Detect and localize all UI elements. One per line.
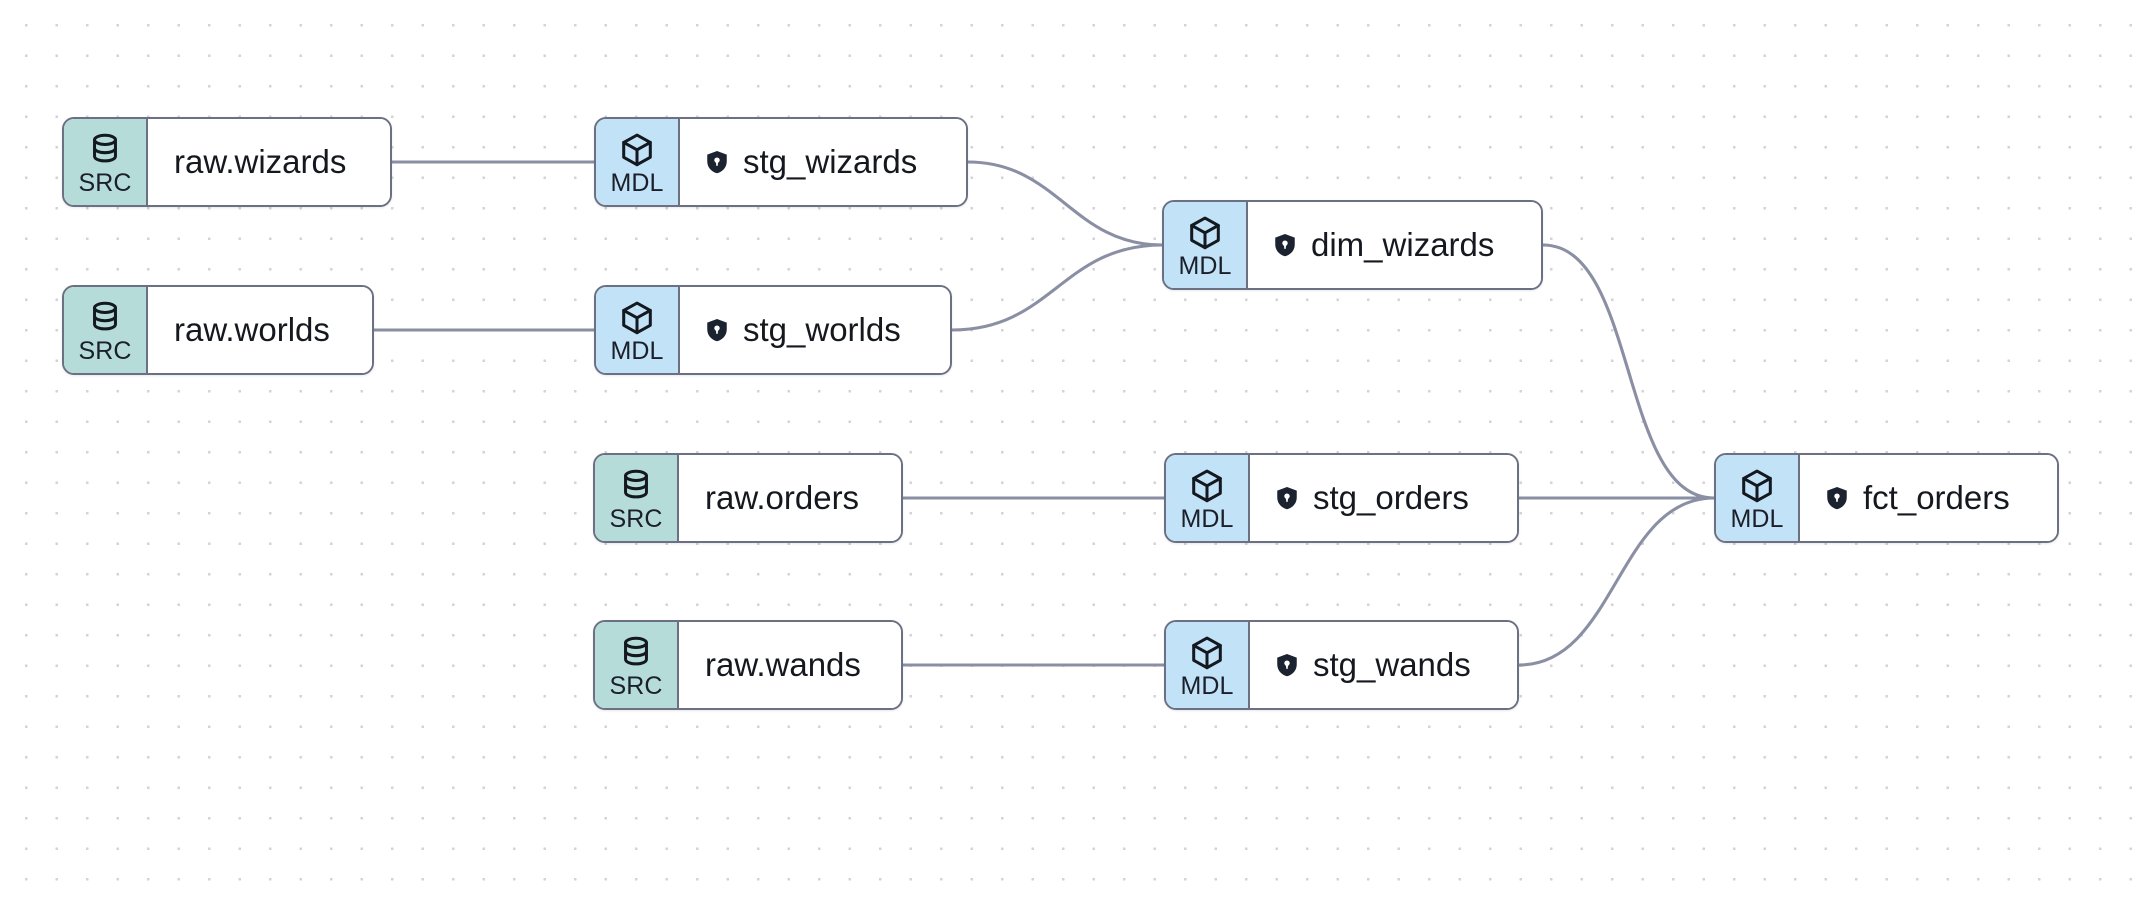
node-type-label: MDL [1180, 671, 1234, 700]
lineage-node-stg_worlds[interactable]: MDL stg_worlds [594, 285, 952, 375]
node-label: stg_wands [1313, 646, 1471, 683]
lineage-node-stg_orders[interactable]: MDL stg_orders [1164, 453, 1519, 543]
node-label: stg_orders [1313, 479, 1469, 516]
lineage-edge-stg_wands-to-fct_orders[interactable] [1517, 496, 1716, 667]
shield-lock-icon [1824, 485, 1850, 511]
node-label: stg_worlds [743, 311, 901, 348]
node-label: raw.wands [705, 646, 861, 683]
node-body: raw.orders [679, 455, 901, 541]
node-type-label: MDL [1178, 251, 1232, 280]
database-icon [617, 634, 655, 672]
node-body: stg_wands [1250, 622, 1517, 708]
node-type-badge-src: SRC [595, 622, 679, 708]
node-label: raw.wizards [174, 143, 347, 180]
node-type-label: SRC [78, 336, 132, 365]
lineage-node-raw_wands[interactable]: SRC raw.wands [593, 620, 903, 710]
lineage-node-stg_wands[interactable]: MDL stg_wands [1164, 620, 1519, 710]
node-type-badge-src: SRC [64, 119, 148, 205]
lineage-node-raw_wizards[interactable]: SRC raw.wizards [62, 117, 392, 207]
node-body: stg_orders [1250, 455, 1517, 541]
cube-icon [1188, 467, 1226, 505]
node-type-label: SRC [609, 504, 663, 533]
node-label: raw.orders [705, 479, 860, 516]
node-label: stg_wizards [743, 143, 918, 180]
node-body: dim_wizards [1248, 202, 1541, 288]
node-type-badge-mdl: MDL [1164, 202, 1248, 288]
node-type-label: SRC [78, 168, 132, 197]
node-body: fct_orders [1800, 455, 2057, 541]
shield-lock-icon [1274, 652, 1300, 678]
shield-lock-icon [1272, 232, 1298, 258]
database-icon [86, 299, 124, 337]
node-type-label: MDL [610, 168, 664, 197]
node-type-badge-src: SRC [595, 455, 679, 541]
lineage-node-raw_worlds[interactable]: SRC raw.worlds [62, 285, 374, 375]
lineage-edge-stg_wizards-to-dim_wizards[interactable] [966, 160, 1164, 247]
node-label: dim_wizards [1311, 226, 1495, 263]
node-type-label: MDL [610, 336, 664, 365]
lineage-edge-dim_wizards-to-fct_orders[interactable] [1541, 243, 1716, 500]
node-type-badge-mdl: MDL [596, 287, 680, 373]
lineage-edge-stg_worlds-to-dim_wizards[interactable] [950, 243, 1164, 332]
node-type-badge-mdl: MDL [1166, 622, 1250, 708]
lineage-node-stg_wizards[interactable]: MDL stg_wizards [594, 117, 968, 207]
node-body: raw.worlds [148, 287, 372, 373]
cube-icon [1738, 467, 1776, 505]
node-type-label: MDL [1730, 504, 1784, 533]
node-body: raw.wands [679, 622, 901, 708]
lineage-node-raw_orders[interactable]: SRC raw.orders [593, 453, 903, 543]
shield-lock-icon [1274, 485, 1300, 511]
node-body: stg_worlds [680, 287, 950, 373]
lineage-node-fct_orders[interactable]: MDL fct_orders [1714, 453, 2059, 543]
database-icon [86, 131, 124, 169]
lineage-node-dim_wizards[interactable]: MDL dim_wizards [1162, 200, 1543, 290]
node-body: raw.wizards [148, 119, 390, 205]
node-type-label: MDL [1180, 504, 1234, 533]
node-type-badge-mdl: MDL [596, 119, 680, 205]
node-type-badge-mdl: MDL [1166, 455, 1250, 541]
cube-icon [1188, 634, 1226, 672]
cube-icon [618, 299, 656, 337]
cube-icon [1186, 214, 1224, 252]
node-type-label: SRC [609, 671, 663, 700]
cube-icon [618, 131, 656, 169]
node-type-badge-mdl: MDL [1716, 455, 1800, 541]
node-label: raw.worlds [174, 311, 330, 348]
database-icon [617, 467, 655, 505]
node-label: fct_orders [1863, 479, 2010, 516]
shield-lock-icon [704, 149, 730, 175]
node-type-badge-src: SRC [64, 287, 148, 373]
shield-lock-icon [704, 317, 730, 343]
node-body: stg_wizards [680, 119, 966, 205]
